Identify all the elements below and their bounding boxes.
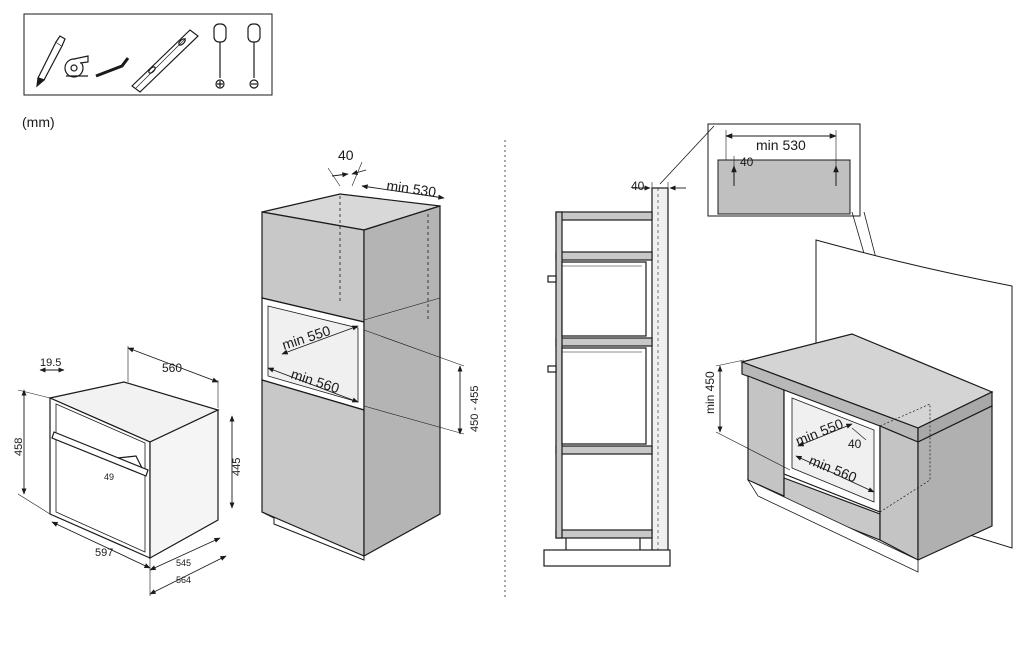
spirit-level-icon <box>131 29 199 93</box>
tools-box <box>23 13 273 96</box>
oven-drawing <box>48 381 220 560</box>
oven-width-top-label: 560 <box>162 361 182 375</box>
unit-label: (mm) <box>22 114 55 130</box>
undercounter-drawing <box>739 333 994 573</box>
allen-key-icon <box>95 57 130 78</box>
tall-cabinet-top-depth-label: min 530 <box>386 177 438 200</box>
oven-height-front-label: 458 <box>13 438 25 456</box>
undercounter-side-gap-label: 40 <box>848 437 862 451</box>
oven-height-side-label: 445 <box>231 458 243 476</box>
flat-screwdriver-icon <box>247 23 261 89</box>
tall-cabinet-drawing <box>261 193 441 561</box>
undercounter-detail-depth-label: min 530 <box>756 137 806 153</box>
side-section-gap-label: 40 <box>631 179 645 193</box>
pencil-icon <box>36 35 66 88</box>
undercounter-niche-height-label: min 450 <box>703 371 717 414</box>
tall-cabinet-niche-height-label: 450 - 455 <box>469 386 481 432</box>
oven-depth-total-label: 564 <box>176 575 191 585</box>
undercounter-detail-box <box>659 123 893 323</box>
side-section-dimension-lines <box>632 182 686 196</box>
oven-offset-top-label: 19.5 <box>40 357 61 369</box>
oven-front-width-label: 597 <box>95 547 113 559</box>
oven-depth-body-label: 545 <box>176 558 191 568</box>
phillips-screwdriver-icon <box>213 23 227 89</box>
undercounter-detail-gap-label: 40 <box>740 155 754 169</box>
tall-cabinet-top-clearance-label: 40 <box>338 147 354 163</box>
tall-cabinet-dimension-lines <box>267 161 465 435</box>
oven-handle-depth-label: 49 <box>104 472 114 482</box>
undercounter-dimension-lines <box>715 359 875 493</box>
oven-dimension-lines <box>17 346 235 596</box>
side-section-drawing <box>543 187 671 567</box>
tape-measure-icon <box>64 55 89 78</box>
